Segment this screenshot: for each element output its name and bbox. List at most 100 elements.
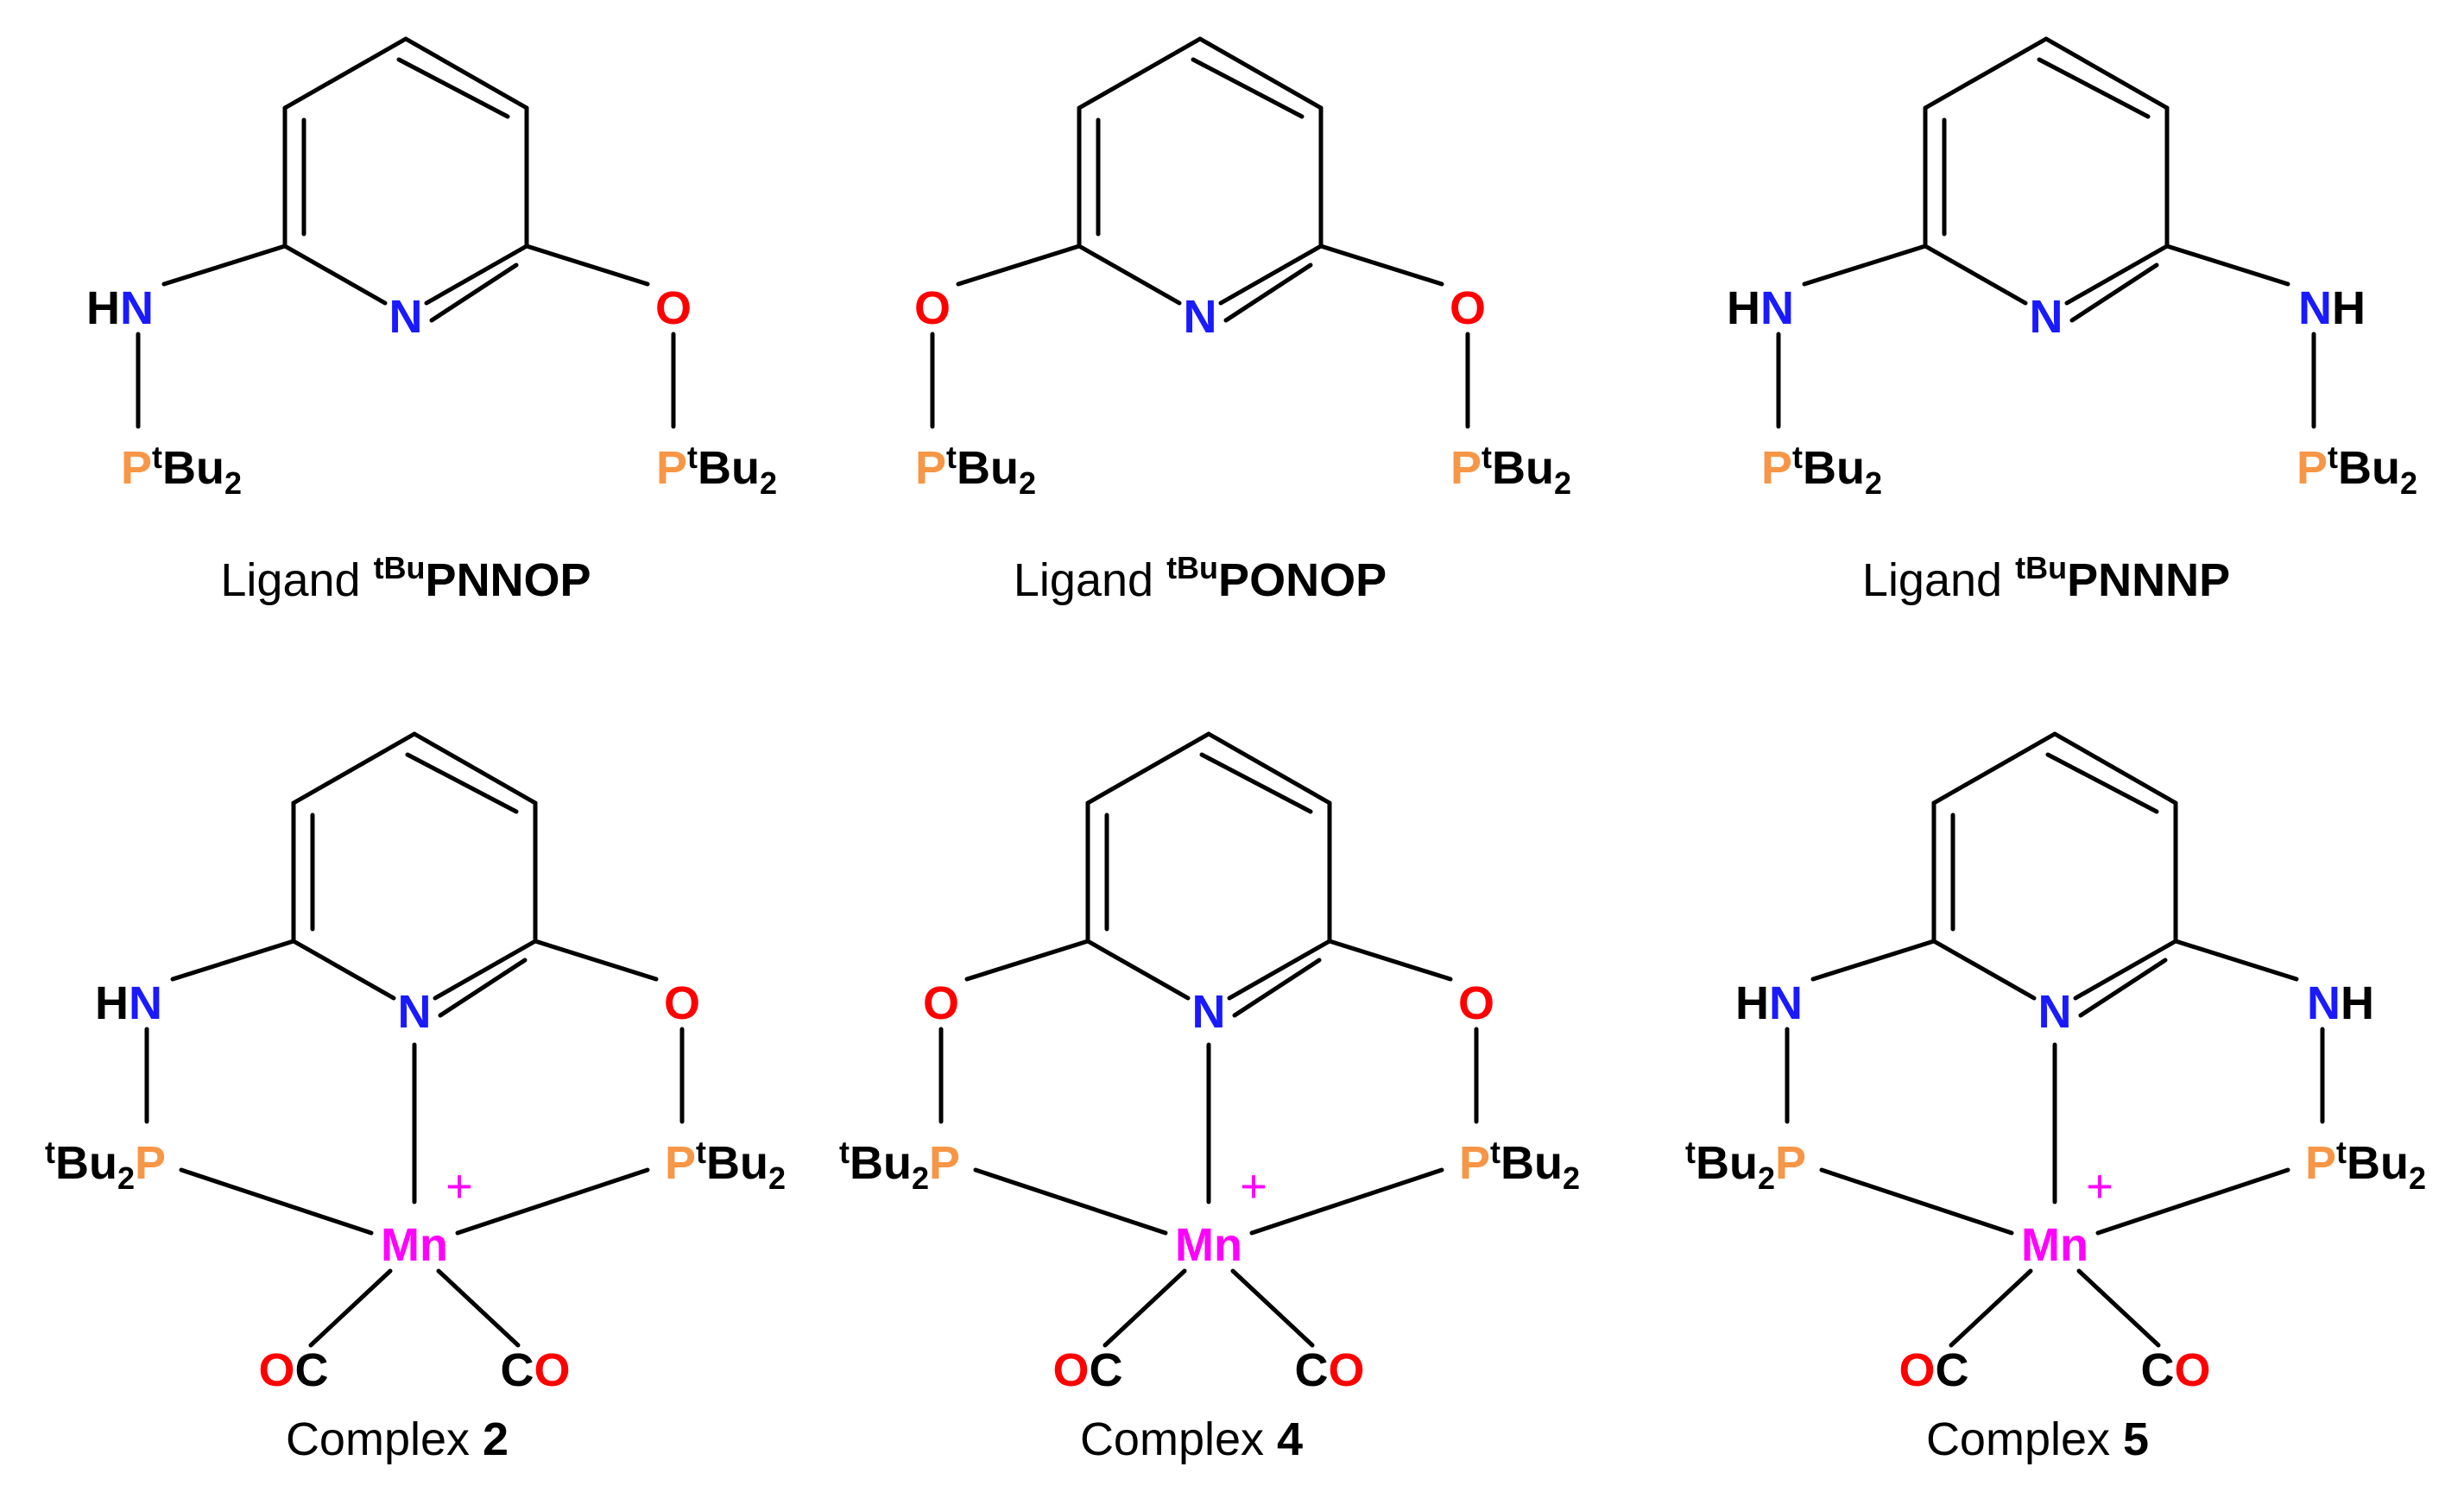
tbu-bu: Bu xyxy=(957,442,1019,494)
caption-sup: tBu xyxy=(1166,550,1218,585)
pyridine-n-label: N xyxy=(1184,291,1217,343)
ring-bond xyxy=(1227,939,1332,1001)
ring-bond xyxy=(412,731,538,806)
tbu2p-label: tBu2P xyxy=(1685,1135,1806,1196)
tbu-sup: t xyxy=(45,1135,55,1170)
ring-bond xyxy=(403,36,529,111)
caption-sup: tBu xyxy=(374,550,426,585)
ring-bond xyxy=(291,939,396,1001)
caption-prefix: Ligand xyxy=(220,554,373,606)
caption-sup: tBu xyxy=(2015,550,2067,585)
caption-bold: 4 xyxy=(1277,1413,1303,1465)
arm-bond xyxy=(170,939,296,982)
caption-prefix: Ligand xyxy=(1014,554,1166,606)
ring-bond xyxy=(282,243,388,306)
o-label: O xyxy=(914,282,951,334)
pyridine-n-label: N xyxy=(2038,986,2072,1038)
ptbu2-label: PtBu2 xyxy=(121,439,242,501)
ptbu2-label: PtBu2 xyxy=(665,1135,786,1196)
o-atom: O xyxy=(534,1344,570,1396)
tbu-sub: 2 xyxy=(2400,465,2417,501)
o-atom: O xyxy=(2174,1344,2210,1396)
caption-bold: PNNNP xyxy=(2067,554,2230,606)
hn-label: HN xyxy=(1735,977,1803,1029)
tbu-sup: t xyxy=(1482,439,1492,475)
tbu2p-label: tBu2P xyxy=(839,1135,960,1196)
n-atom: N xyxy=(120,282,154,334)
mn-atom: Mn xyxy=(2021,1219,2088,1271)
ring-bond-inner xyxy=(2069,262,2159,323)
ptbu2-label: PtBu2 xyxy=(656,439,777,501)
p-mn-bond xyxy=(455,1167,650,1236)
tbu2p-label: tBu2P xyxy=(45,1135,166,1196)
mn-label: Mn xyxy=(1175,1219,1242,1271)
tbu-sup: t xyxy=(1792,439,1803,475)
ring-bond xyxy=(2064,243,2170,306)
structure-caption: Ligand tBuPNNOP xyxy=(220,550,591,606)
caption-bold: PNNOP xyxy=(426,554,591,606)
tbu-sub: 2 xyxy=(1563,1160,1580,1196)
o-atom: O xyxy=(1458,977,1494,1029)
tbu-bu: Bu xyxy=(2338,442,2400,494)
mn-co-bond xyxy=(308,1268,393,1348)
pyridine-n-label: N xyxy=(389,291,423,343)
mn-co-bond xyxy=(2076,1268,2161,1348)
charge-label: + xyxy=(2086,1160,2113,1212)
structure-caption: Complex 4 xyxy=(1080,1413,1303,1465)
ring-bond-inner xyxy=(429,262,519,323)
tbu-sub: 2 xyxy=(224,465,242,501)
p-atom: P xyxy=(2297,442,2328,494)
p-atom: P xyxy=(1450,442,1482,494)
p-atom: P xyxy=(121,442,152,494)
arm-bond xyxy=(1327,939,1453,982)
h-atom: H xyxy=(1735,977,1769,1029)
ring-bond xyxy=(1197,36,1324,111)
ring-bond xyxy=(1931,939,2037,1001)
tbu-bu: Bu xyxy=(1492,442,1554,494)
c-atom: C xyxy=(1090,1344,1123,1396)
arm-bond xyxy=(2164,243,2290,287)
p-atom: P xyxy=(915,442,946,494)
o-label: O xyxy=(1450,282,1486,334)
p-mn-bond xyxy=(1249,1167,1444,1236)
c-atom: C xyxy=(1294,1344,1328,1396)
o-atom: O xyxy=(258,1344,294,1396)
p-atom: P xyxy=(1761,442,1792,494)
structure-caption: Complex 5 xyxy=(1926,1413,2149,1465)
arm-bond xyxy=(1802,243,1928,287)
co-label: CO xyxy=(2140,1344,2210,1396)
tbu-sub: 2 xyxy=(2409,1160,2426,1196)
h-atom: H xyxy=(2332,282,2366,334)
ring-bond-inner xyxy=(405,752,519,814)
p-mn-bond xyxy=(179,1167,374,1236)
ring-bond-inner xyxy=(1199,752,1313,814)
o-label: O xyxy=(1458,977,1494,1029)
charge-label: + xyxy=(1240,1160,1267,1212)
n-atom: N xyxy=(2038,986,2072,1038)
n-atom: N xyxy=(1769,977,1803,1029)
ring-bond xyxy=(1077,36,1203,111)
ring-bond xyxy=(1923,243,2028,306)
tbu-sub: 2 xyxy=(1758,1160,1775,1196)
tbu-sup: t xyxy=(1685,1135,1696,1170)
n-atom: N xyxy=(1192,986,1226,1038)
c-atom: C xyxy=(295,1344,329,1396)
pyridine-n-label: N xyxy=(2030,291,2063,343)
arm-bond xyxy=(1810,939,1936,982)
p-atom: P xyxy=(665,1137,696,1189)
tbu-bu: Bu xyxy=(162,442,224,494)
tbu-bu: Bu xyxy=(1803,442,1865,494)
ring-bond xyxy=(1923,36,2049,111)
caption-bold: 5 xyxy=(2123,1413,2149,1465)
n-atom: N xyxy=(2307,977,2341,1029)
ring-bond-inner xyxy=(2037,57,2151,119)
h-atom: H xyxy=(95,977,129,1029)
ring-bond xyxy=(1085,731,1211,806)
oc-label: OC xyxy=(1052,1344,1122,1396)
c-atom: C xyxy=(1936,1344,1969,1396)
mn-atom: Mn xyxy=(381,1219,448,1271)
tbu-sub: 2 xyxy=(1019,465,1036,501)
plus-charge: + xyxy=(445,1160,473,1212)
